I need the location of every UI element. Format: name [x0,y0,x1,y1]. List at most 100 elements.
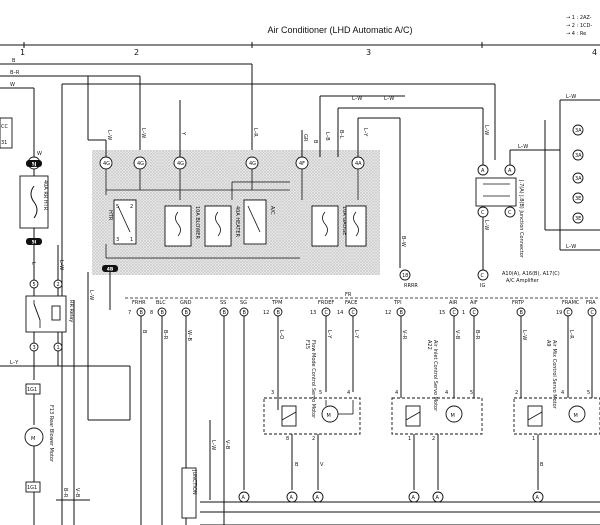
pin-frdef: FRDEF 13 C [310,300,334,317]
junction-connector-label: J.7(A) J.8(B) Junction Connector [518,179,524,259]
svg-text:1: 1 [462,310,465,316]
svg-text:L–W: L–W [88,290,94,300]
svg-text:1: 1 [57,345,60,351]
svg-text:V–B: V–B [224,440,230,450]
svg-text:L–Y: L–Y [362,128,368,137]
relay-block-internals: 5 2 3 1 HTR 10A BLOWER 40A HEATER A/C 10… [105,169,367,259]
svg-text:A: A [481,168,485,174]
column-1: 1 [20,48,25,57]
svg-text:C: C [325,310,329,316]
svg-text:A: A [242,495,246,501]
junction-block [181,467,197,519]
svg-text:3E: 3E [575,196,581,202]
svg-text:RRRR: RRRR [404,283,418,289]
rear-heater-fuse-label: 40A RR HTR [42,180,48,211]
note-2: → 2 : 1CD- [566,23,592,29]
svg-text:19: 19 [556,310,562,316]
svg-text:A22: A22 [426,340,432,350]
svg-text:4: 4 [395,390,398,396]
svg-text:4G: 4G [103,161,110,167]
svg-text:5I: 5I [32,240,37,246]
svg-text:FRHR: FRHR [132,300,146,306]
svg-text:M: M [451,413,455,419]
svg-text:5J: 5J [32,162,37,168]
svg-text:L–W: L–W [566,244,576,250]
column-2: 2 [134,48,139,57]
svg-text:1: 1 [130,237,133,243]
junction-connector-box [475,177,517,207]
svg-text:M: M [31,436,35,442]
svg-text:GND: GND [180,300,192,306]
svg-text:A: A [536,495,540,501]
svg-text:2: 2 [312,436,315,442]
svg-text:L–Y: L–Y [353,330,359,339]
pin-frtp: FRTP B [512,300,526,317]
svg-text:SS: SS [220,300,226,306]
svg-text:18: 18 [402,273,408,279]
svg-text:B–R: B–R [10,70,20,76]
left-connector-1g1-b: 1G1 [25,481,41,493]
svg-text:FRA: FRA [586,300,596,306]
ac-relay-label: A/C [269,206,275,215]
junction-label: JUNCTION [191,469,197,495]
svg-text:4: 4 [561,390,564,396]
htr-relay-label: HTR [107,210,113,221]
svg-text:3: 3 [271,390,274,396]
svg-text:L–B: L–B [324,132,330,141]
svg-text:12: 12 [385,310,391,316]
svg-text:12: 12 [263,310,269,316]
svg-text:5: 5 [587,390,590,396]
svg-text:1: 1 [408,436,411,442]
svg-text:W: W [10,82,15,88]
svg-text:7: 7 [128,310,131,316]
svg-text:W: W [37,151,42,157]
svg-text:L–Y: L–Y [10,360,19,366]
pin-tpi: TPI 12 B [385,300,406,317]
svg-text:L–W: L–W [140,128,146,138]
svg-text:1: 1 [532,436,535,442]
svg-text:FRAMC: FRAMC [562,300,580,306]
svg-text:C: C [352,310,356,316]
svg-text:B–L: B–L [338,130,344,139]
svg-text:V–B: V–B [454,330,460,340]
svg-text:L–W: L–W [566,94,576,100]
servo-air-mix-label: Air Mix Control Servo Motor [551,340,557,410]
pin-tpm: TPM 12 B [263,300,283,317]
svg-text:A: A [508,168,512,174]
amplifier-label: A/C Amplifier [506,278,540,284]
svg-text:4: 4 [347,390,350,396]
svg-text:C: C [591,310,595,316]
svg-text:Y: Y [180,131,186,136]
svg-text:1G1: 1G1 [27,485,37,491]
column-4: 4 [592,48,597,57]
svg-text:A: A [436,495,440,501]
svg-text:3: 3 [116,237,119,243]
svg-text:4F: 4F [299,161,305,167]
svg-text:B: B [161,310,165,316]
svg-text:4G: 4G [177,161,184,167]
svg-text:4A: 4A [355,161,362,167]
svg-text:F15: F15 [304,340,310,349]
svg-text:3E: 3E [575,216,581,222]
svg-text:B–W: B–W [400,236,406,247]
left-connector-5j: 5J [26,156,42,170]
svg-text:B: B [400,310,404,316]
svg-text:B–R: B–R [162,330,168,340]
svg-text:C: C [508,210,512,216]
servo-flow-mode: 3 5 4 M Flow Mode Control Servo Motor F1… [263,340,361,490]
pin-sg: SG B [239,300,249,317]
relay-pin-2: 2 [57,282,60,288]
pin-ss: SS B [219,300,229,317]
svg-text:L–W: L–W [352,96,362,102]
diagram-title: Air Conditioner (LHD Automatic A/C) [267,25,412,35]
gauge-fuse-label: 10A GAUGE [341,206,347,235]
relay-block-connectors: 4G 4G 4G 4G 4F 4A [99,156,365,170]
svg-text:B: B [277,310,281,316]
note-3: → 4 : Re [566,31,586,37]
header-notes: → 1 : 2AZ- → 2 : 1CD- → 4 : Re [566,15,592,37]
svg-text:L–O: L–O [278,330,284,339]
svg-text:B: B [295,462,299,468]
relay-pin-5: 5 [33,282,36,288]
svg-text:3A: 3A [575,176,582,182]
